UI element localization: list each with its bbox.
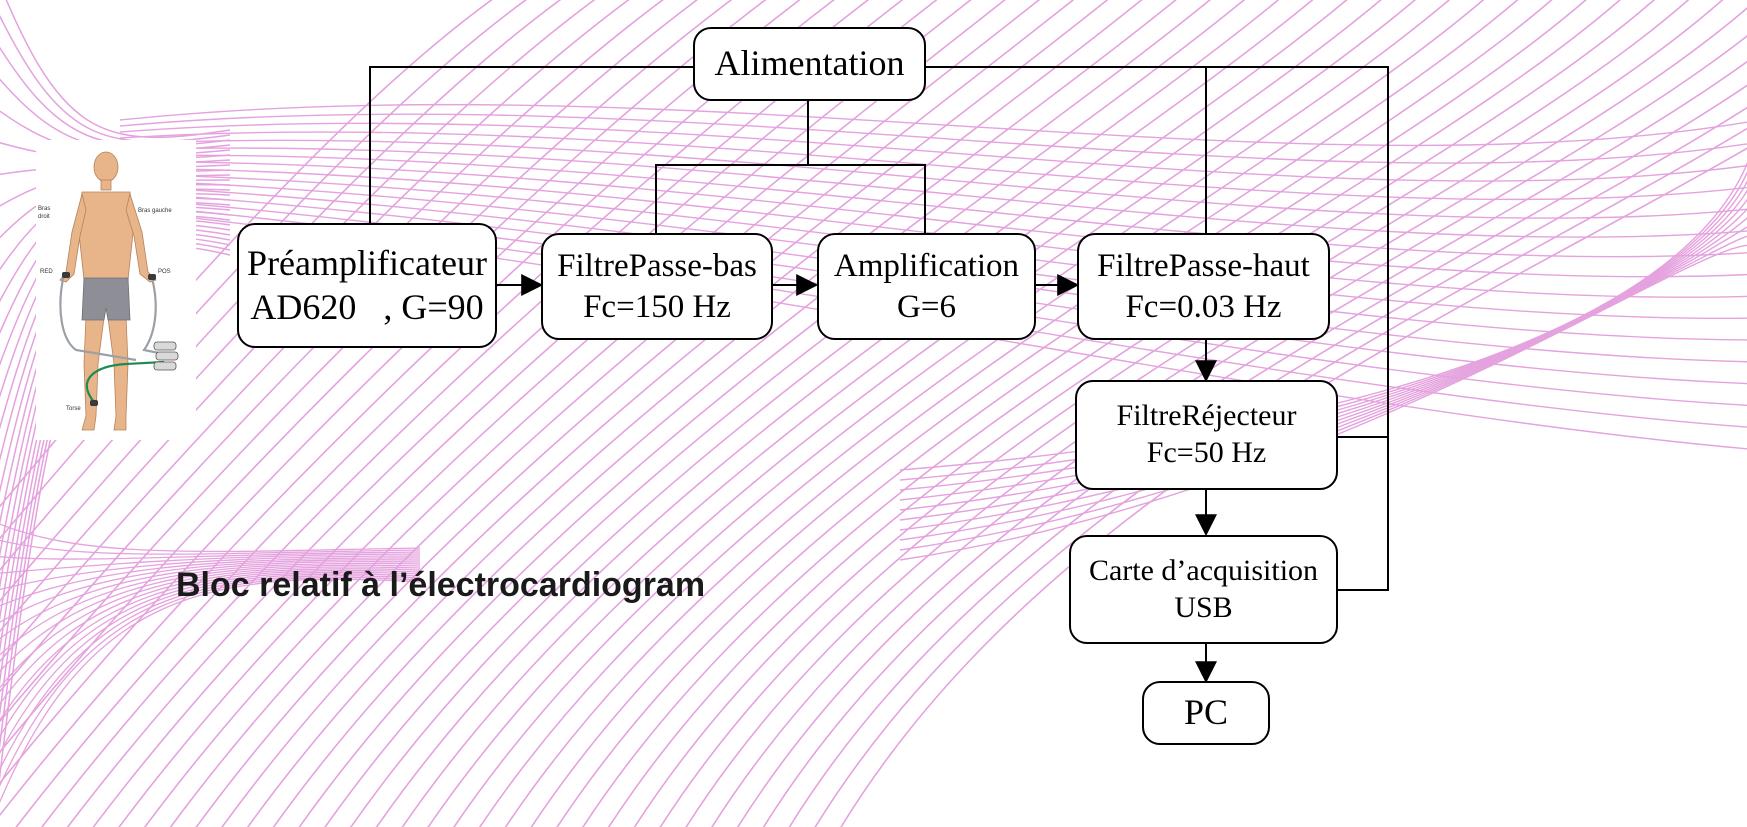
- swirl-line: [427, 0, 1417, 827]
- swirl-line: [0, 539, 421, 555]
- filtre-passe-bas-block: FiltrePasse-bas Fc=150 Hz: [541, 233, 773, 340]
- swirl-line: [143, 0, 1041, 827]
- power-line-preamp: [369, 66, 694, 224]
- carte-line1: Carte d’acquisition: [1088, 553, 1319, 587]
- swirl-line: [221, 0, 1143, 827]
- swirl-line: [375, 0, 1348, 827]
- swirl-line: [0, 564, 421, 673]
- swirl-line: [246, 0, 1177, 827]
- swirl-line: [169, 0, 1075, 827]
- label-pos: POS: [158, 269, 171, 275]
- swirl-line: [814, 127, 1747, 827]
- amplification-block: Amplification G=6: [817, 233, 1036, 340]
- label-red: RED: [40, 269, 53, 275]
- swirl-line: [272, 0, 1212, 827]
- swirl-line: [0, 576, 421, 787]
- swirl-line: [119, 139, 1747, 219]
- filtre-bas-line1: FiltrePasse-bas: [557, 248, 757, 285]
- swirl-line: [530, 0, 1553, 827]
- preamp-line2: AD620 , G=90: [250, 286, 484, 327]
- swirl-line: [119, 154, 1747, 258]
- swirl-line: [0, 555, 421, 591]
- filtre-haut-line1: FiltrePasse-haut: [1097, 248, 1310, 285]
- swirl-line: [0, 578, 421, 804]
- carte-line2: USB: [1174, 590, 1233, 624]
- filtre-bas-line2: Fc=150 Hz: [583, 288, 731, 325]
- swirl-line: [840, 147, 1747, 827]
- swirl-line: [607, 0, 1656, 827]
- swirl-line: [119, 161, 1747, 278]
- preamplificateur-block: Préamplificateur AD620 , G=90: [237, 223, 497, 348]
- amplification-line1: Amplification: [833, 248, 1020, 285]
- swirl-line: [0, 573, 421, 754]
- swirl-line: [0, 566, 421, 689]
- swirl-line: [119, 147, 1747, 238]
- label-torso: Torse: [66, 406, 81, 412]
- swirl-line: [788, 106, 1747, 827]
- swirl-line: [0, 0, 664, 663]
- amplification-line2: G=6: [897, 288, 956, 325]
- swirl-line: [324, 0, 1280, 827]
- swirl-line: [5, 0, 231, 139]
- swirl-line: [119, 113, 1747, 164]
- swirl-line: [401, 0, 1382, 827]
- swirl-line: [195, 0, 1109, 827]
- filtre-haut-line2: Fc=0.03 Hz: [1125, 288, 1282, 325]
- swirl-line: [0, 0, 733, 723]
- swirl-line: [0, 523, 421, 553]
- swirl-line: [899, 244, 1747, 561]
- preamp-line1: Préamplificateur: [247, 242, 487, 283]
- filtre-rej-line1: FiltreRéjecteur: [1116, 399, 1297, 433]
- swirl-line: [0, 557, 421, 607]
- human-body-icon: Bras droit Bras gauche RED POS Torse: [38, 151, 179, 431]
- filtre-rej-line2: Fc=50 Hz: [1146, 436, 1267, 469]
- filtre-rejecteur-block: FiltreRéjecteur Fc=50 Hz: [1075, 380, 1338, 490]
- diagram-caption: Bloc relatif à l’électrocardiogram: [176, 566, 706, 604]
- swirl-line: [0, 0, 699, 693]
- alimentation-label: Alimentation: [714, 43, 905, 84]
- swirl-line: [0, 571, 421, 738]
- swirl-line: [478, 0, 1485, 827]
- swirl-line: [0, 568, 421, 705]
- swirl-line: [0, 561, 421, 640]
- swirl-line: [0, 562, 421, 656]
- swirl-line: [0, 551, 421, 560]
- swirl-line: [119, 131, 1747, 201]
- power-line-filtres-amp: [655, 164, 926, 234]
- carte-acquisition-block: Carte d’acquisition USB: [1069, 535, 1338, 644]
- label-left-arm: Bras gauche: [138, 208, 172, 214]
- swirl-line: [556, 0, 1587, 827]
- swirl-line: [0, 559, 421, 623]
- swirl-line: [0, 0, 630, 633]
- swirl-line: [453, 0, 1451, 827]
- label-right-arm-2: droit: [38, 214, 50, 220]
- swirl-line: [298, 0, 1246, 827]
- ecg-electrode-figure: Bras droit Bras gauche RED POS Torse: [36, 140, 196, 440]
- swirl-line: [0, 575, 421, 771]
- swirl-line: [0, 553, 421, 574]
- swirl-line: [119, 122, 1747, 182]
- swirl-line: [633, 0, 1690, 827]
- alimentation-block: Alimentation: [693, 27, 926, 101]
- filtre-passe-haut-block: FiltrePasse-haut Fc=0.03 Hz: [1077, 233, 1330, 340]
- pc-label: PC: [1183, 692, 1229, 733]
- swirl-line: [0, 0, 596, 602]
- swirl-line: [350, 0, 1314, 827]
- power-line-main: [926, 66, 1389, 591]
- swirl-line: [0, 569, 421, 722]
- pc-block: PC: [1142, 681, 1270, 745]
- swirl-line: [685, 7, 1747, 827]
- swirl-line: [504, 0, 1519, 827]
- swirl-line: [119, 103, 1747, 147]
- label-right-arm-1: Bras: [38, 206, 50, 212]
